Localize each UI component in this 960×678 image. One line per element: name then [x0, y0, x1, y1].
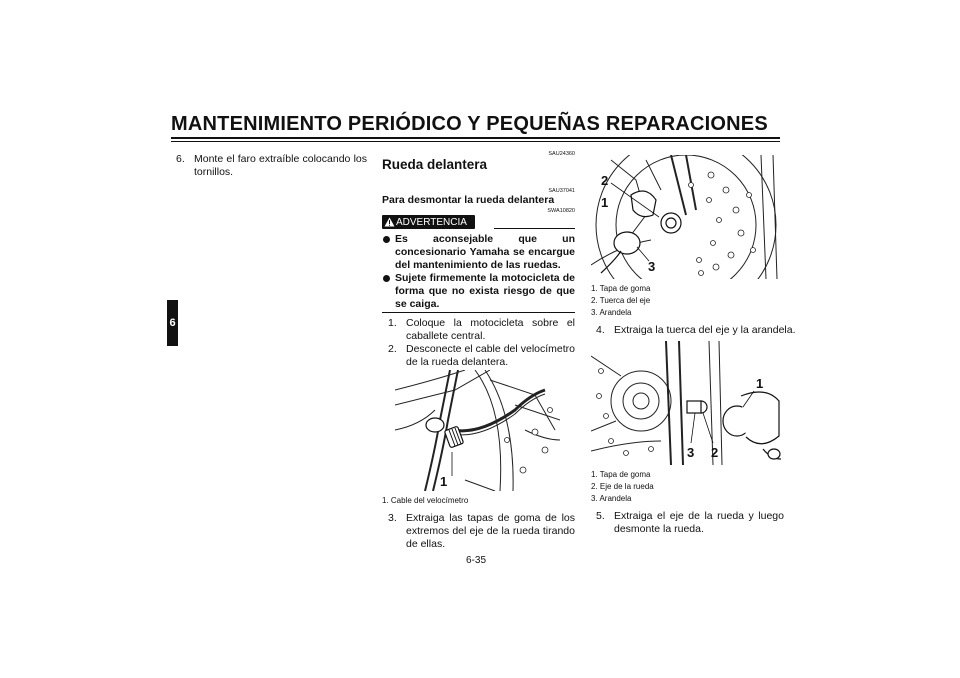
- figure-callout: 3: [648, 259, 656, 274]
- warning-label: ADVERTENCIA: [382, 215, 475, 229]
- step-text: Extraiga las tapas de goma de los extrem…: [406, 512, 575, 550]
- warning-rule: [494, 228, 575, 229]
- figure-callout: 3: [687, 445, 695, 460]
- warning-bullets: Es aconsejable que un concesionario Yama…: [382, 233, 575, 311]
- step-number: 1.: [388, 317, 397, 329]
- axle-nut-illustration: [591, 155, 778, 279]
- step-number: 2.: [388, 343, 397, 355]
- axle-removal-figure: 1 3 2: [591, 341, 781, 465]
- bullet-text: Sujete firmemente la motocicleta de form…: [395, 272, 575, 310]
- step-number: 5.: [596, 510, 605, 522]
- figure-callout: 2: [711, 445, 719, 460]
- chapter-tab: 6: [167, 300, 178, 346]
- figure-caption: 1. Tapa de goma: [591, 470, 651, 479]
- doc-code: SAU24360: [548, 151, 575, 157]
- section-title: Rueda delantera: [382, 157, 488, 172]
- doc-code: SAU37041: [548, 188, 575, 194]
- warning-icon: [382, 215, 396, 229]
- bullet-dot-icon: [383, 275, 390, 282]
- step-text: Coloque la motocicleta sobre el caballet…: [406, 317, 575, 342]
- step-number: 3.: [388, 512, 397, 524]
- figure-caption: 1. Tapa de goma: [591, 284, 651, 293]
- figure-caption: 3. Arandela: [591, 494, 632, 503]
- axle-illustration: [591, 341, 781, 465]
- rubber-cap-figure: 2 1 3: [591, 155, 781, 279]
- figure-callout: 1: [756, 376, 764, 391]
- figure-caption: 1. Cable del velocímetro: [382, 496, 469, 505]
- figure-callout: 1: [601, 195, 609, 210]
- page-title: MANTENIMIENTO PERIÓDICO Y PEQUEÑAS REPAR…: [171, 113, 768, 135]
- figure-callout: 1: [440, 474, 448, 489]
- bullet-text: Es aconsejable que un concesionario Yama…: [395, 233, 575, 271]
- bullet-dot-icon: [383, 236, 390, 243]
- subsection-title: Para desmontar la rueda delantera: [382, 194, 555, 206]
- speedometer-cable-figure: 1: [395, 370, 560, 491]
- step-number: 6.: [176, 153, 185, 165]
- warning-bullet: Sujete firmemente la motocicleta de form…: [382, 272, 575, 311]
- title-rule-thin: [171, 141, 780, 142]
- title-rule: [171, 137, 780, 139]
- warning-bullet: Es aconsejable que un concesionario Yama…: [382, 233, 575, 272]
- step-text: Monte el faro extraíble colocando los to…: [194, 153, 367, 178]
- step-text: Desconecte el cable del velocímetro de l…: [406, 343, 575, 368]
- warning-text: ADVERTENCIA: [396, 216, 467, 228]
- warning-end-rule: [382, 312, 575, 313]
- wheel-illustration: [395, 370, 560, 491]
- figure-caption: 2. Tuerca del eje: [591, 296, 651, 305]
- figure-callout: 2: [601, 173, 609, 188]
- figure-caption: 3. Arandela: [591, 308, 632, 317]
- figure-caption: 2. Eje de la rueda: [591, 482, 654, 491]
- doc-code: SWA10820: [547, 208, 575, 214]
- step-text: Extraiga el eje de la rueda y luego desm…: [614, 510, 784, 535]
- page-number: 6-35: [466, 555, 487, 566]
- step-text: Extraiga la tuerca del eje y la arandela…: [614, 324, 796, 336]
- step-number: 4.: [596, 324, 605, 336]
